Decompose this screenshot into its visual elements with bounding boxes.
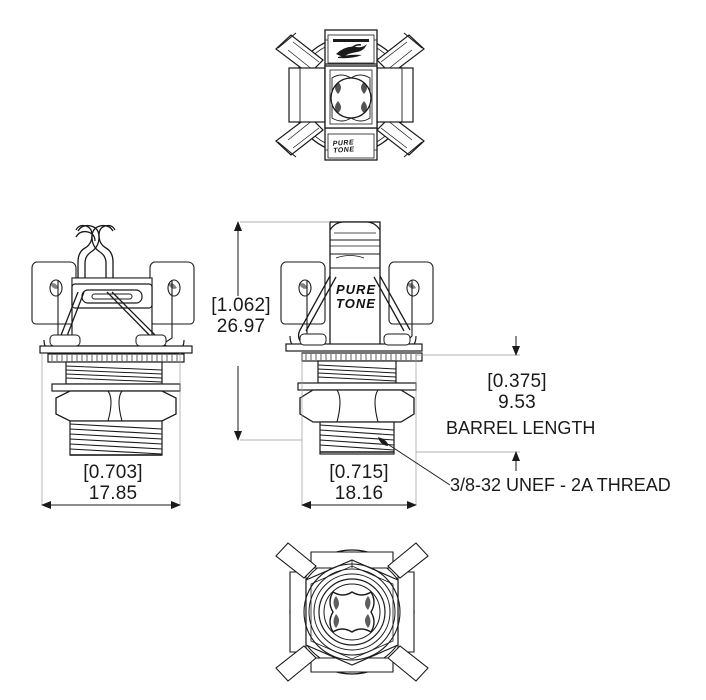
barrel-length-note: BARREL LENGTH (446, 418, 596, 438)
dimension-barrel-length (416, 336, 520, 471)
dimension-width-side-label: [0.715] 18.16 (314, 462, 404, 504)
side-view-group (280, 221, 434, 505)
brand-top-line2: TONE (333, 146, 355, 156)
dimension-height-overall (234, 221, 330, 441)
dimension-height-overall-inch: [1.062] (211, 295, 271, 316)
pure-tone-logo-icon (333, 39, 369, 59)
dimension-width-front-mm: 17.85 (88, 483, 138, 504)
dimension-barrel-length-label: [0.375] 9.53 (474, 371, 560, 413)
dimension-barrel-length-mm: 9.53 (498, 392, 536, 413)
top-view-group (275, 29, 425, 161)
side-view-threaded-barrel (319, 421, 395, 455)
dimension-width-front-inch: [0.703] (83, 462, 143, 483)
side-view-hex-nut (299, 389, 415, 423)
front-view-spring-contacts (75, 224, 116, 291)
front-view-group (31, 224, 195, 505)
brand-top-view: PURE TONE (333, 139, 355, 155)
dimension-width-side-inch: [0.715] (329, 462, 389, 483)
leader-thread-callout (385, 442, 451, 486)
dimension-height-overall-mm: 26.97 (216, 316, 266, 337)
brand-side-view: PURE TONE (336, 283, 376, 310)
dimension-height-overall-label: [1.062] 26.97 (198, 295, 284, 337)
front-view-hex-nut (55, 390, 177, 422)
dimension-barrel-length-inch: [0.375] (487, 371, 547, 392)
bottom-view-group (275, 542, 429, 682)
thread-spec-callout: 3/8-32 UNEF - 2A THREAD (450, 475, 671, 495)
dimension-width-side-mm: 18.16 (334, 483, 384, 504)
brand-side-line2: TONE (336, 295, 376, 311)
dimension-width-front-label: [0.703] 17.85 (68, 462, 158, 504)
brand-side-line1: PURE (336, 282, 377, 297)
front-view-threaded-barrel (69, 420, 163, 456)
